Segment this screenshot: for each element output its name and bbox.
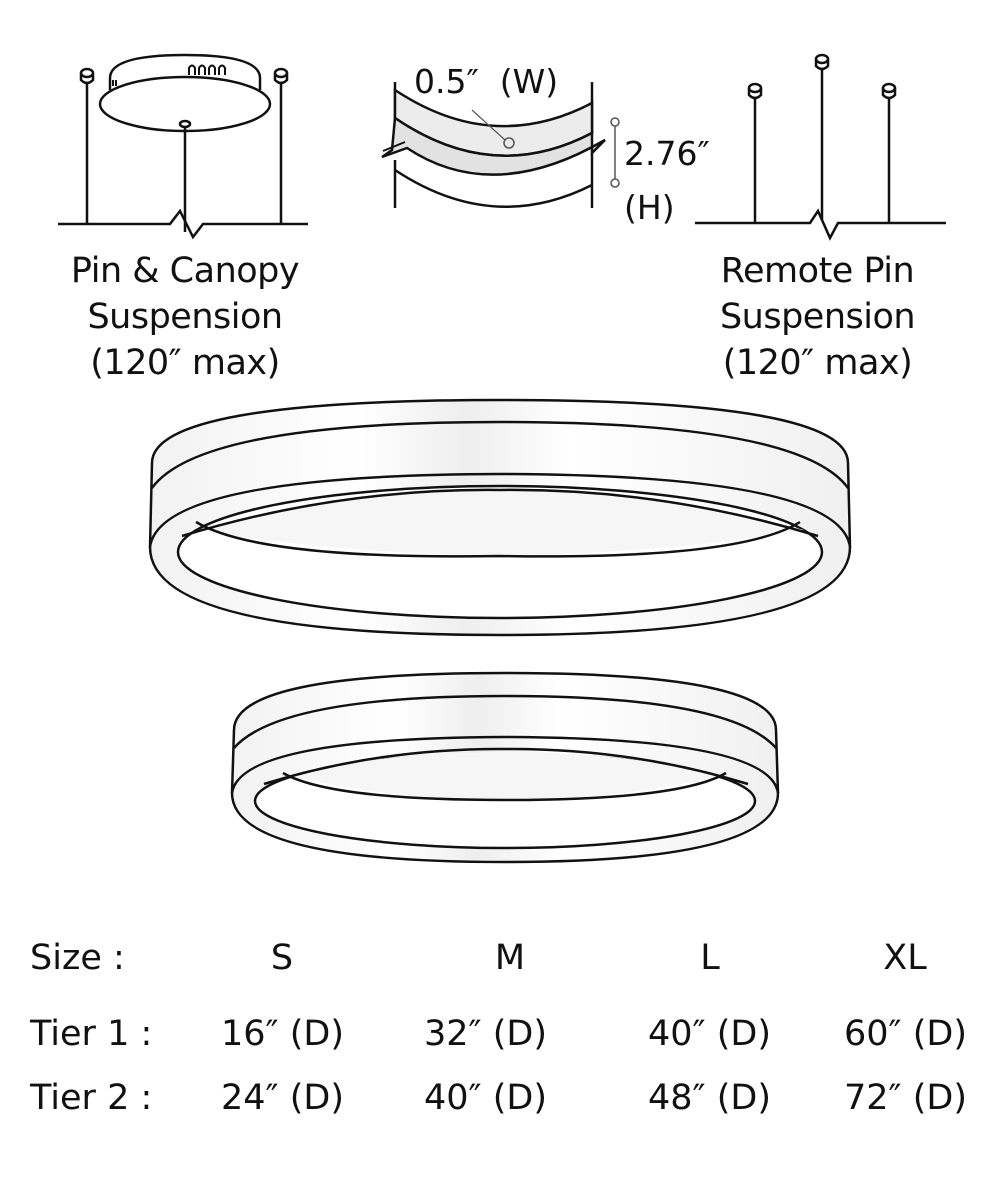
pin-right [881, 82, 897, 223]
size-header-s: S [270, 938, 294, 978]
tier-1-ring [148, 398, 852, 637]
cross-section-drawing [381, 82, 620, 208]
tier-2-size-m: 40″ (D) [424, 1078, 547, 1118]
size-header-label: Size : [30, 938, 125, 978]
width-leader-line [471, 109, 506, 141]
tier-1-size-m: 32″ (D) [424, 1014, 547, 1054]
pin-left [79, 67, 95, 224]
tier-1-size-s: 16″ (D) [221, 1014, 344, 1054]
canopy [98, 53, 272, 232]
tier-1-size-l: 40″ (D) [648, 1014, 771, 1054]
size-header-l: L [700, 938, 720, 978]
height-dimension-marker [610, 117, 620, 188]
pin-canopy-suspension-label: Pin & Canopy Suspension (120″ max) [40, 248, 330, 386]
ceiling-line [695, 208, 946, 241]
label-line: Suspension [87, 297, 283, 337]
width-marker [503, 137, 515, 149]
pin-center [814, 53, 830, 220]
tier-2-size-l: 48″ (D) [648, 1078, 771, 1118]
remote-pin-suspension-drawing [695, 53, 946, 241]
size-header-m: M [494, 938, 526, 978]
pin-left [747, 82, 763, 223]
tier-2-label: Tier 2 : [30, 1078, 153, 1118]
tier-1-size-xl: 60″ (D) [844, 1014, 967, 1054]
height-dimension-unit: (H) [624, 188, 675, 227]
tier-2-size-xl: 72″ (D) [844, 1078, 967, 1118]
tier-1-label: Tier 1 : [30, 1014, 153, 1054]
label-line: (120″ max) [90, 343, 280, 383]
label-line: Pin & Canopy [70, 251, 300, 291]
remote-pin-suspension-label: Remote Pin Suspension (120″ max) [680, 248, 955, 386]
canopy-terminals [112, 64, 226, 86]
ceiling-line [58, 208, 308, 240]
label-line: (120″ max) [722, 343, 913, 383]
tier-2-size-s: 24″ (D) [221, 1078, 344, 1118]
width-dimension-label: 0.5″ (W) [414, 62, 559, 101]
tier-2-ring [230, 671, 780, 864]
height-dimension-value: 2.76″ [624, 134, 710, 173]
size-header-xl: XL [883, 938, 927, 978]
label-line: Remote Pin [720, 251, 915, 291]
pin-canopy-suspension-drawing [58, 53, 308, 240]
pin-right [273, 67, 289, 224]
label-line: Suspension [719, 297, 916, 337]
